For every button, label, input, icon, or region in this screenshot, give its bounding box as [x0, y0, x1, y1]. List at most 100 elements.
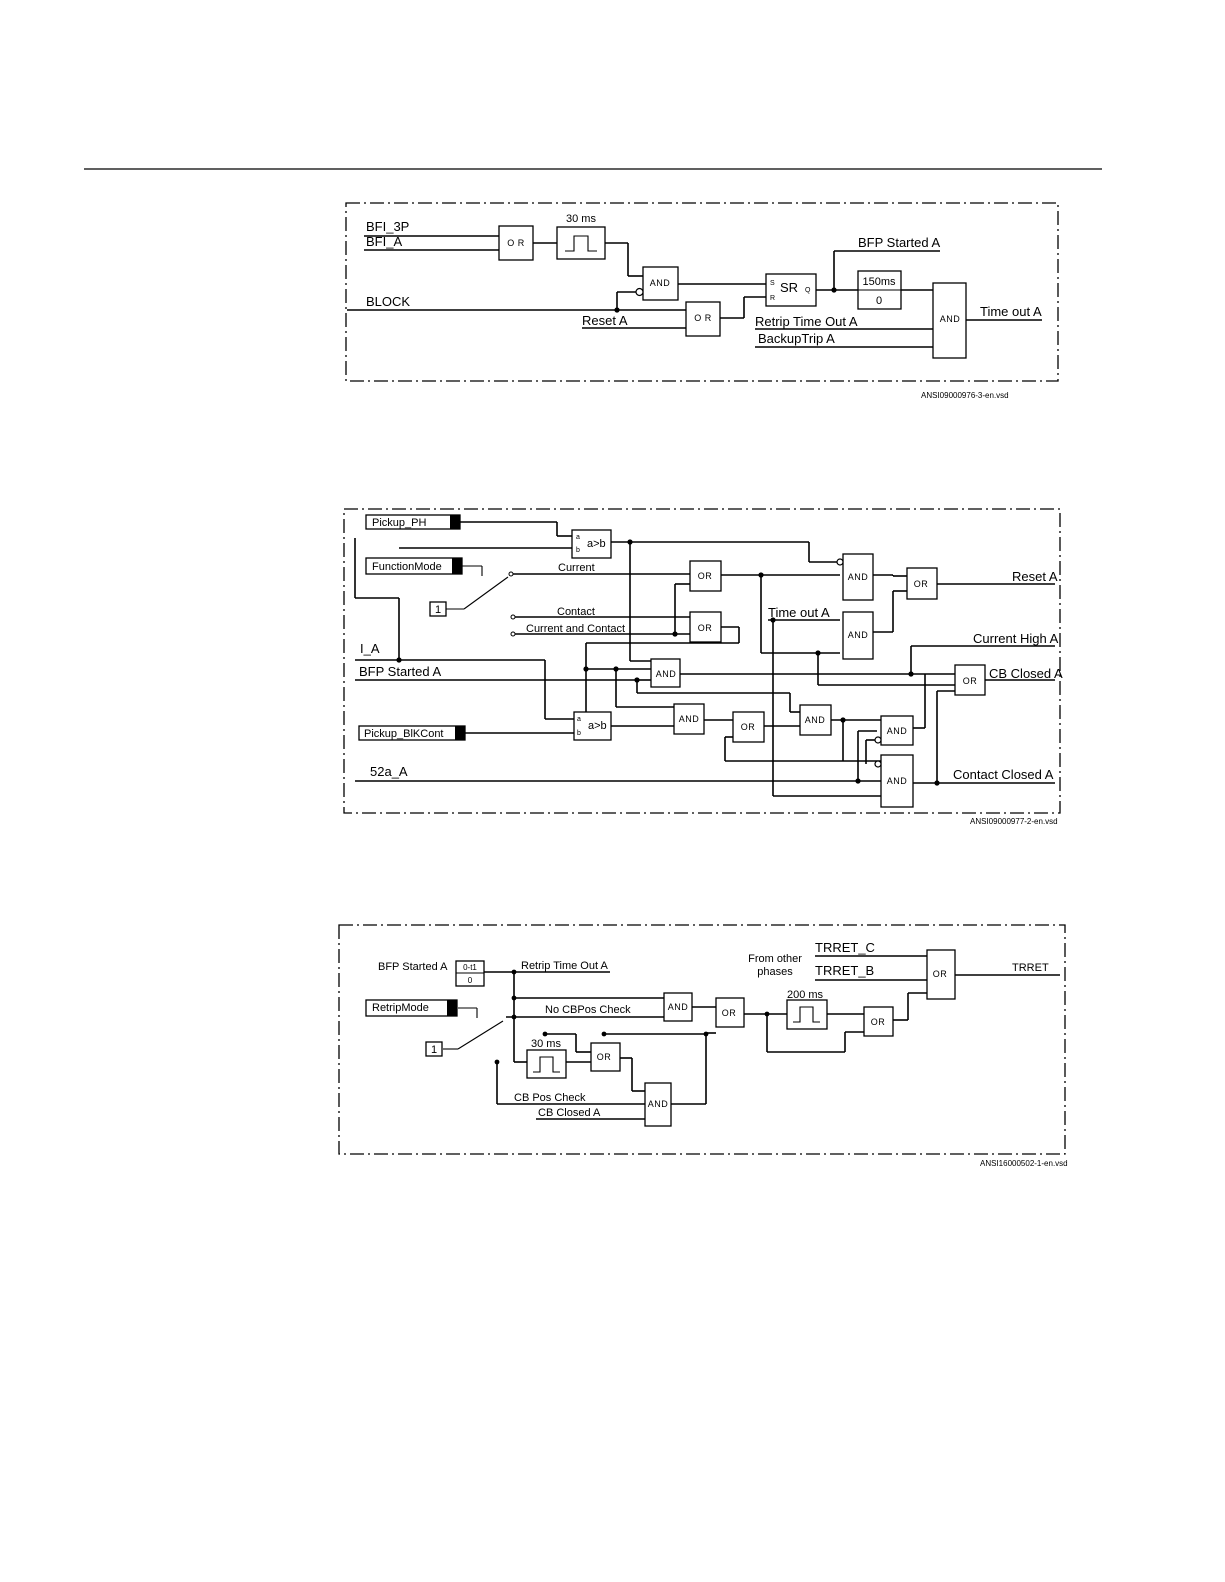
pulse-icon — [793, 1006, 820, 1023]
label-contact: Contact — [557, 606, 595, 618]
diagram2-or-gate-blkcont: OR — [732, 711, 765, 743]
input-cb-closed-a: CB Closed A — [538, 1107, 601, 1119]
diagram1-timer-150ms: 150ms 0 — [857, 270, 902, 310]
svg-text:RetripMode: RetripMode — [372, 1002, 429, 1014]
diagram-retrip-logic: 0-t1 0 RetripMode 1 30 ms 200 ms OR — [338, 924, 1068, 1168]
label-cb-pos-check: CB Pos Check — [514, 1092, 586, 1104]
svg-text:Pickup_BlKCont: Pickup_BlKCont — [364, 728, 444, 740]
svg-text:AND: AND — [848, 572, 869, 582]
diagram1-filename: ANSI09000976-3-en.vsd — [921, 391, 1009, 400]
output-current-high-a: Current High A — [973, 631, 1059, 646]
label-current: Current — [558, 562, 595, 574]
signal-bfp-started-a: BFP Started A — [858, 235, 940, 250]
diagram2-and-gate-contact-1: AND — [874, 715, 914, 746]
invert-bubble — [635, 287, 644, 297]
input-backuptrip-a: BackupTrip A — [758, 331, 835, 346]
input-bfp-started-a: BFP Started A — [359, 664, 441, 679]
diagram2-or-gate-contact: OR — [689, 611, 722, 643]
invert-bubble — [874, 736, 882, 744]
svg-text:AND: AND — [650, 278, 671, 288]
diagram2-and-gate-current-high: AND — [650, 658, 681, 688]
svg-text:AND: AND — [668, 1002, 689, 1012]
svg-text:1: 1 — [435, 604, 441, 616]
diagram3-and-gate-no-cbpos: AND — [663, 992, 693, 1022]
svg-text:AND: AND — [848, 630, 869, 640]
diagram2-and-gate-reset-1: AND — [836, 553, 874, 601]
svg-text:OR: OR — [597, 1052, 612, 1062]
diagram2-setting-pickup-blkcont: Pickup_BlKCont — [358, 725, 466, 741]
svg-text:AND: AND — [679, 714, 700, 724]
diagram2-or-gate-current: OR — [689, 560, 722, 592]
diagram2-and-gate-reset-2: AND — [842, 611, 874, 660]
diagram3-or-gate-pulse: OR — [590, 1042, 621, 1072]
diagram3-frame — [338, 924, 1066, 1155]
diagram-current-contact-check: Pickup_PH FunctionMode 1 a>b a b a>b a b — [343, 508, 1063, 826]
signal-retrip-time-out-a: Retrip Time Out A — [521, 960, 608, 972]
svg-text:AND: AND — [805, 715, 826, 725]
diagram1-frame — [345, 202, 1059, 382]
input-retrip-timeout-a: Retrip Time Out A — [755, 314, 858, 329]
svg-text:30 ms: 30 ms — [566, 213, 596, 225]
output-time-out-a: Time out A — [980, 304, 1042, 319]
diagram-breaker-failure-timer: O R 30 ms AND O R SR S R Q — [345, 202, 1059, 400]
svg-text:AND: AND — [656, 669, 677, 679]
svg-text:OR: OR — [963, 676, 978, 686]
label-from-other: From other — [748, 953, 802, 965]
input-i-a: I_A — [360, 641, 380, 656]
label-no-cbpos-check: No CBPos Check — [545, 1004, 631, 1016]
diagram1-and-gate-output: AND — [932, 282, 967, 359]
output-reset-a: Reset A — [1012, 569, 1058, 584]
diagram1-or-gate-input: O R — [498, 225, 534, 261]
diagram2-filename: ANSI09000977-2-en.vsd — [970, 817, 1058, 826]
diagram2-comparator-ph: a>b a b — [571, 529, 612, 559]
svg-text:OR: OR — [722, 1008, 737, 1018]
diagram3-pulse-30ms: 30 ms — [526, 1038, 567, 1079]
diagram2-setting-function-mode: FunctionMode — [365, 557, 463, 575]
svg-text:FunctionMode: FunctionMode — [372, 561, 442, 573]
svg-text:a: a — [577, 716, 581, 723]
input-time-out-a: Time out A — [768, 605, 830, 620]
diagram1-wires — [347, 235, 1042, 348]
input-bfp-started-a: BFP Started A — [378, 961, 448, 973]
diagram2-wires — [354, 521, 1055, 797]
diagram2-and-gate-middle: AND — [799, 704, 832, 736]
diagram1-and-gate-start: AND — [635, 266, 679, 301]
svg-text:b: b — [576, 547, 580, 554]
invert-bubble — [836, 558, 844, 566]
input-bfi-a: BFI_A — [366, 234, 402, 249]
diagram3-const-one: 1 — [425, 1041, 443, 1057]
input-block: BLOCK — [366, 294, 410, 309]
svg-text:0: 0 — [876, 295, 882, 307]
diagram3-filename: ANSI16000502-1-en.vsd — [980, 1159, 1068, 1168]
input-trret-b: TRRET_B — [815, 963, 874, 978]
input-reset-a: Reset A — [582, 313, 628, 328]
diagram3-or-gate-latch: OR — [863, 1006, 894, 1037]
diagram1-pulse-30ms: 30 ms — [556, 213, 606, 260]
svg-text:a>b: a>b — [587, 538, 606, 550]
pulse-icon — [565, 235, 597, 252]
invert-bubble — [874, 760, 882, 768]
pulse-icon — [533, 1056, 560, 1073]
diagram2-and-gate-contact-2: AND — [874, 754, 914, 808]
diagram3-and-gate-cbpos: AND — [644, 1082, 672, 1127]
label-current-and-contact: Current and Contact — [526, 623, 625, 635]
svg-text:0: 0 — [468, 976, 473, 985]
svg-text:0-t1: 0-t1 — [463, 963, 477, 972]
svg-text:AND: AND — [887, 776, 908, 786]
svg-text:150ms: 150ms — [862, 276, 896, 288]
diagram2-comparator-blkcont: a>b a b — [573, 711, 612, 741]
diagram2-const-one: 1 — [429, 601, 447, 617]
diagram1-or-gate-reset: O R — [685, 301, 721, 337]
output-cb-closed-a: CB Closed A — [989, 666, 1063, 681]
input-trret-c: TRRET_C — [815, 940, 875, 955]
svg-text:O R: O R — [507, 238, 525, 248]
svg-text:OR: OR — [871, 1017, 886, 1027]
label-phases: phases — [757, 966, 793, 978]
svg-text:a: a — [576, 534, 580, 541]
svg-text:R: R — [770, 295, 775, 302]
diagram2-or-gate-reset: OR — [906, 567, 938, 600]
diagram3-pulse-200ms: 200 ms — [786, 989, 828, 1030]
svg-text:OR: OR — [698, 571, 713, 581]
input-52a-a: 52a_A — [370, 764, 408, 779]
